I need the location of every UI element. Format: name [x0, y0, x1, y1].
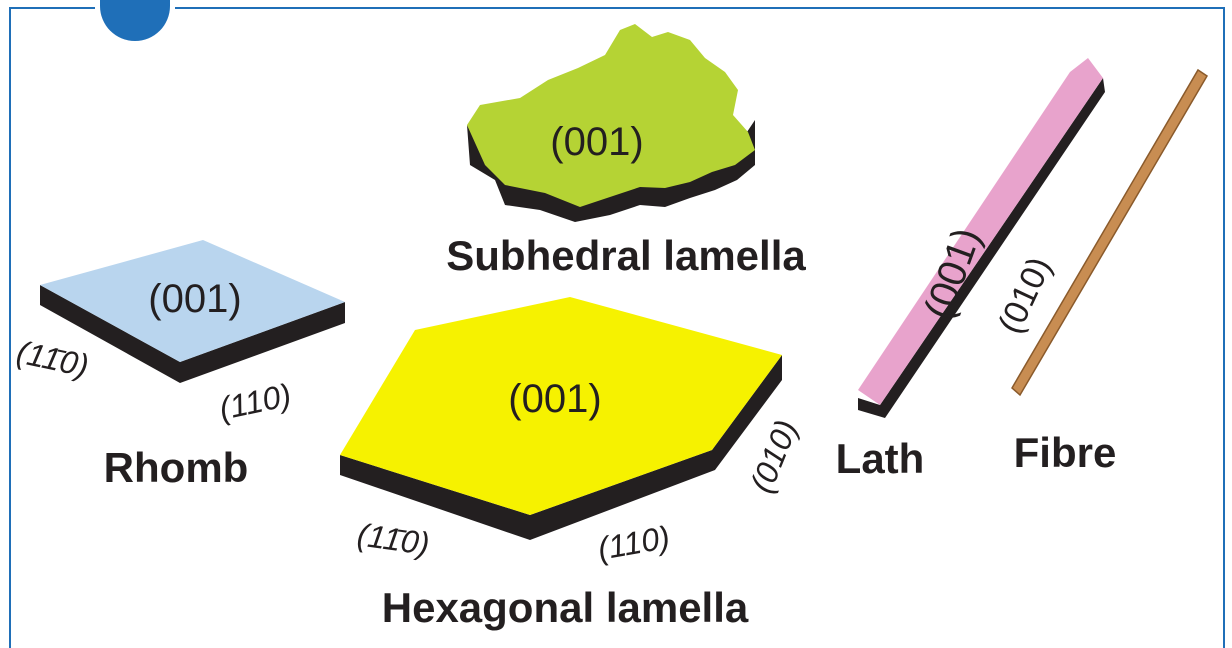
fibre-name: Fibre [1014, 429, 1117, 476]
lath-face [858, 58, 1103, 405]
subhedral-face-label: (001) [550, 120, 643, 164]
subhedral-lamella: (001) Subhedral lamella [446, 24, 806, 279]
hexagonal-edge-side-label: (010) [743, 415, 804, 498]
hexagonal-face-label: (001) [508, 377, 601, 421]
lath-name: Lath [836, 435, 925, 482]
rhomb-edge-left-label: (11̄0) [14, 334, 92, 384]
subhedral-name: Subhedral lamella [446, 232, 806, 279]
hexagonal-edge-right-label: (110) [595, 519, 672, 567]
rhomb-face-label: (001) [148, 277, 241, 321]
lath: (001) (010) Lath [836, 58, 1105, 482]
rhomb: (001) (11̄0) (110) Rhomb [14, 240, 345, 491]
rhomb-name: Rhomb [104, 444, 249, 491]
frame-tab [100, 0, 170, 41]
hexagonal-lamella: (001) (11̄0) (110) (010) Hexagonal lamel… [340, 297, 804, 631]
hexagonal-edge-left-label: (11̄0) [355, 516, 432, 562]
rhomb-edge-right-label: (110) [216, 377, 294, 427]
hexagonal-name: Hexagonal lamella [382, 584, 749, 631]
